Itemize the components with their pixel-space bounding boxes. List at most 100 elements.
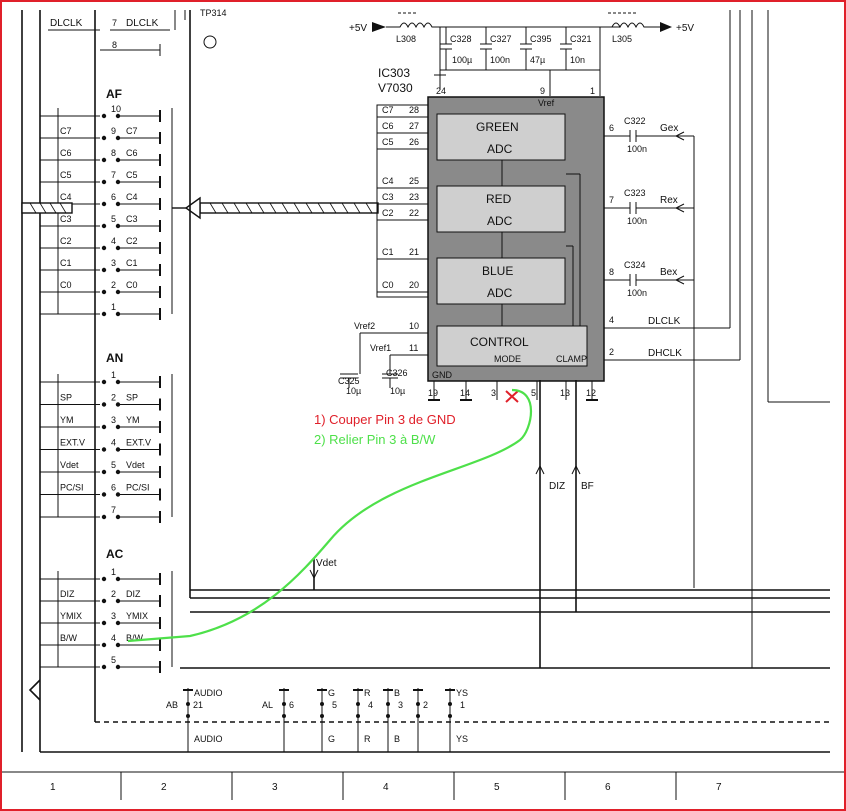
bottom-pin-label: 19 <box>428 388 438 398</box>
an-pin: 7 <box>111 505 116 515</box>
ac-pin: 4 <box>111 633 116 643</box>
af-pin: 1 <box>111 302 116 312</box>
af-right-label: C3 <box>126 214 138 224</box>
left-bus-lines <box>21 10 830 753</box>
c328: C328 <box>450 34 472 44</box>
an-title: AN <box>106 351 123 365</box>
an-right-label: EXT.V <box>126 438 151 448</box>
ac-right-label: YMIX <box>126 611 148 621</box>
ac-row: 5 <box>40 655 161 673</box>
an-right-label: PC/SI <box>126 483 150 493</box>
ic-input-name: C5 <box>382 137 394 147</box>
bottom-pin-label: 14 <box>460 388 470 398</box>
af-pin: 3 <box>111 258 116 268</box>
pin2: 2 <box>609 347 614 357</box>
c395: C395 <box>530 34 552 44</box>
af-pin: 8 <box>111 148 116 158</box>
ic-input-name: C4 <box>382 176 394 186</box>
c323v: 100n <box>627 216 647 226</box>
an-pin: 2 <box>111 393 116 403</box>
ac-pin: 2 <box>111 589 116 599</box>
ic-input-pin: 27 <box>409 121 419 131</box>
c321: C321 <box>570 34 592 44</box>
an-pin: 5 <box>111 460 116 470</box>
bottom-conn-name: AB <box>166 700 178 710</box>
af-right-label: C5 <box>126 170 138 180</box>
bottom-conn-topn: 4 <box>368 700 373 710</box>
bottom-connector: B3B <box>383 688 403 752</box>
ac-pin: 1 <box>111 567 116 577</box>
vref-name: Vref2 <box>354 321 375 331</box>
ac-right-label: B/W <box>126 633 144 643</box>
vref-label: Vref <box>538 98 555 108</box>
an-row: 1 <box>40 370 161 388</box>
ac-pin: 3 <box>111 611 116 621</box>
bottom-conn-bot: AUDIO <box>194 734 223 744</box>
bottom-conn-top: R <box>364 688 371 698</box>
l308-label: L308 <box>396 34 416 44</box>
ic-input-pin: 25 <box>409 176 419 186</box>
af-pin: 2 <box>111 280 116 290</box>
c325v: 10µ <box>346 386 361 396</box>
bottom-conn-topn: 3 <box>398 700 403 710</box>
pin4: 4 <box>609 315 614 325</box>
ic-input-pin: 28 <box>409 105 419 115</box>
supply-section: +5V L308 +5V L305 C328 100µ C327 100n C3… <box>349 12 694 96</box>
grid-cell-label: 1 <box>50 782 56 793</box>
an-pin: 1 <box>111 370 116 380</box>
af-pin: 10 <box>111 104 121 114</box>
ic-input-name: C3 <box>382 192 394 202</box>
bottom-connector: R4R <box>353 688 373 752</box>
af-left-label: C4 <box>60 192 72 202</box>
horizontal-rails <box>180 10 830 669</box>
bottom-conn-name: AL <box>262 700 273 710</box>
an-pin: 4 <box>111 438 116 448</box>
grid-cell-label: 4 <box>383 782 389 793</box>
af-pin: 9 <box>111 126 116 136</box>
ic-input-name: C7 <box>382 105 394 115</box>
vref-pin: 10 <box>409 321 419 331</box>
af-title: AF <box>106 87 122 101</box>
af-left-label: C2 <box>60 236 72 246</box>
pin1: 1 <box>590 86 595 96</box>
c326: C326 <box>386 368 408 378</box>
ic-ref: IC303 <box>378 66 410 80</box>
bottom-conn-top: B <box>394 688 400 698</box>
data-bus-arrow <box>21 196 379 220</box>
bottom-pin-label: 13 <box>560 388 570 398</box>
block-green-adc: ADC <box>487 142 513 156</box>
an-row: 7 <box>40 505 161 523</box>
rex-label: Rex <box>660 195 678 206</box>
an-left-label: Vdet <box>60 460 79 470</box>
an-left-label: YM <box>60 415 74 425</box>
pin8: 8 <box>609 267 614 277</box>
af-right-label: C6 <box>126 148 138 158</box>
c322v: 100n <box>627 144 647 154</box>
an-left-label: SP <box>60 393 72 403</box>
testpoint-icon <box>203 35 217 49</box>
af-left-label: C5 <box>60 170 72 180</box>
grid-cell-label: 3 <box>272 782 278 793</box>
af-row: 10 <box>40 104 161 122</box>
bottom-conn-topn: 1 <box>460 700 465 710</box>
bottom-conn-top: AUDIO <box>194 688 223 698</box>
af-right-label: C1 <box>126 258 138 268</box>
af-left-label: C3 <box>60 214 72 224</box>
plus5v-left: +5V <box>349 23 367 34</box>
bex-label: Bex <box>660 267 677 278</box>
block-blue-adc: ADC <box>487 286 513 300</box>
annotation-link: 2) Relier Pin 3 à B/W <box>314 432 436 447</box>
c327v: 100n <box>490 55 510 65</box>
c327: C327 <box>490 34 512 44</box>
